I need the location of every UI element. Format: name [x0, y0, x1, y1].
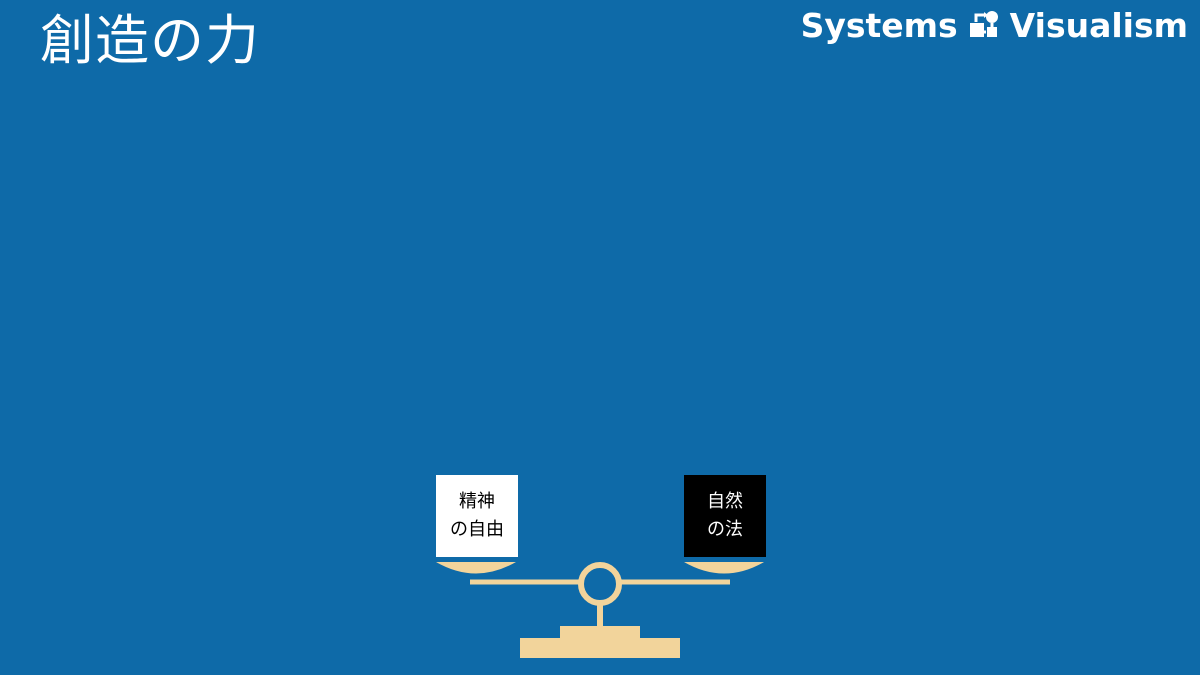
- logo-right-text: Visualism: [1009, 6, 1188, 45]
- right-pan-label: 自然 の法: [707, 491, 743, 540]
- scale-base-top: [560, 626, 640, 638]
- logo-left-text: Systems: [800, 6, 958, 45]
- systems-visualism-logo-icon: [969, 11, 998, 37]
- scale-stem: [597, 603, 603, 628]
- page-title: 創造の力: [40, 9, 260, 72]
- scale-base: [520, 638, 680, 658]
- brand-logo: Systems Visualism: [801, 6, 1188, 46]
- left-scale-pan: [436, 562, 516, 574]
- scale-pivot-ring: [578, 562, 622, 606]
- right-pan-label-box: 自然 の法: [684, 475, 766, 557]
- right-scale-pan: [684, 562, 764, 574]
- left-pan-label: 精神 の自由: [450, 491, 504, 540]
- left-pan-label-box: 精神 の自由: [436, 475, 518, 557]
